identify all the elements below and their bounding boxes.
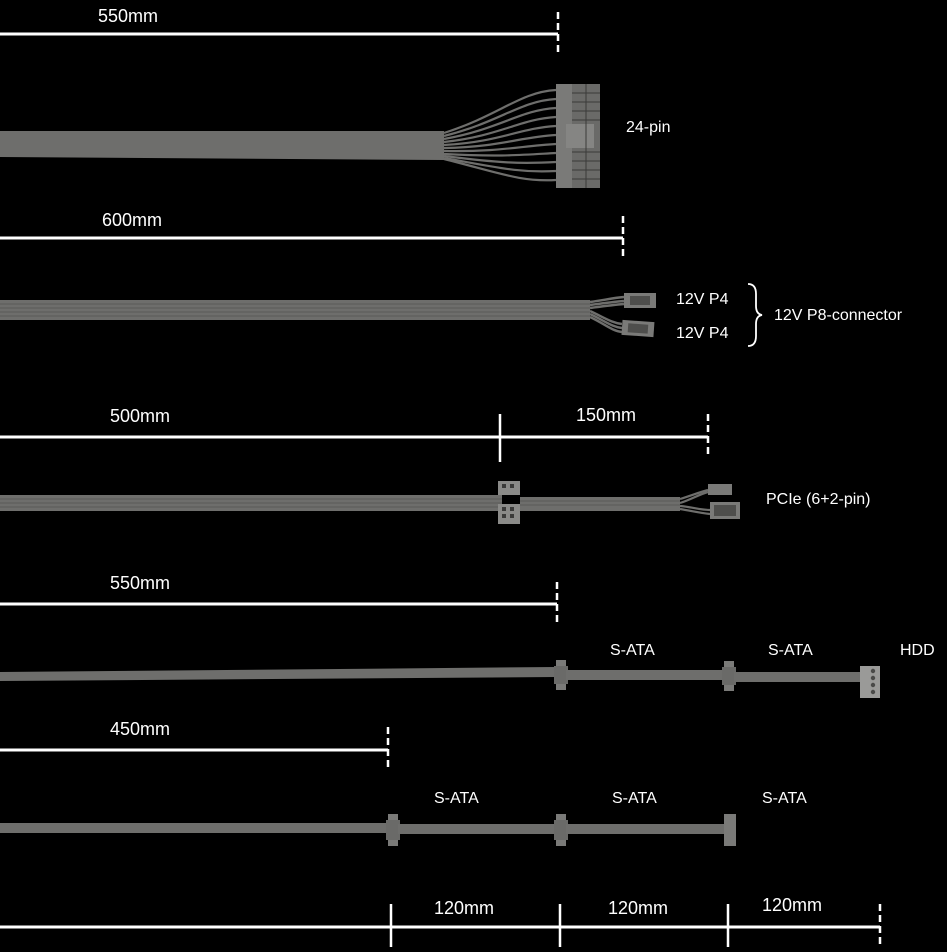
connector-12v-p4-bottom xyxy=(621,319,655,338)
connector-label-sata-a: S-ATA xyxy=(434,790,479,807)
connector-label-pcie: PCIe (6+2-pin) xyxy=(766,491,871,508)
connector-label-hdd: HDD xyxy=(900,642,935,659)
connector-sata-b xyxy=(554,814,568,846)
length-label-pcie-ext: 150mm xyxy=(576,405,637,425)
length-label-seg-2: 120mm xyxy=(608,898,669,918)
connector-sata-c xyxy=(724,814,736,846)
cable-cpu xyxy=(0,293,656,338)
connector-sata-2 xyxy=(722,661,736,691)
length-label-seg-1: 120mm xyxy=(434,898,495,918)
cable-pcie xyxy=(0,481,740,524)
length-label-mb24: 550mm xyxy=(98,6,159,26)
connector-label-12v-p4-b: 12V P4 xyxy=(676,325,729,342)
connector-label-sata-2: S-ATA xyxy=(768,642,813,659)
cable-sata-hdd xyxy=(0,660,880,698)
connector-sata-1 xyxy=(554,660,568,690)
connector-12v-p4-top xyxy=(624,293,656,308)
length-label-seg-3: 120mm xyxy=(762,895,823,915)
connector-hdd xyxy=(860,666,880,698)
dimension-line-450mm xyxy=(0,727,390,771)
cable-24pin xyxy=(0,84,600,188)
curly-brace xyxy=(747,283,763,347)
dimension-line-550mm-top xyxy=(0,12,560,56)
length-label-cpu: 600mm xyxy=(102,210,163,230)
connector-label-sata-c: S-ATA xyxy=(762,790,807,807)
length-label-pcie-main: 500mm xyxy=(110,406,171,426)
length-label-sata: 450mm xyxy=(110,719,171,739)
connector-label-sata-b: S-ATA xyxy=(612,790,657,807)
dimension-line-120mm-segments xyxy=(0,904,882,947)
dimension-line-500-150mm xyxy=(0,414,710,462)
dimension-line-600mm xyxy=(0,216,625,260)
connector-pcie-daisy-chain xyxy=(498,481,520,524)
connector-pcie-2pin xyxy=(708,484,732,495)
connector-label-sata-1: S-ATA xyxy=(610,642,655,659)
cable-sata-3x xyxy=(0,814,736,846)
connector-24pin xyxy=(556,84,600,188)
dimension-line-550mm-middle xyxy=(0,582,559,626)
connector-pcie-6pin xyxy=(710,502,740,519)
connector-label-24pin: 24-pin xyxy=(626,119,671,136)
connector-label-12v-p4-a: 12V P4 xyxy=(676,291,729,308)
connector-label-12v-p8: 12V P8-connector xyxy=(774,307,903,324)
connector-sata-a xyxy=(386,814,400,846)
length-label-molex: 550mm xyxy=(110,573,171,593)
